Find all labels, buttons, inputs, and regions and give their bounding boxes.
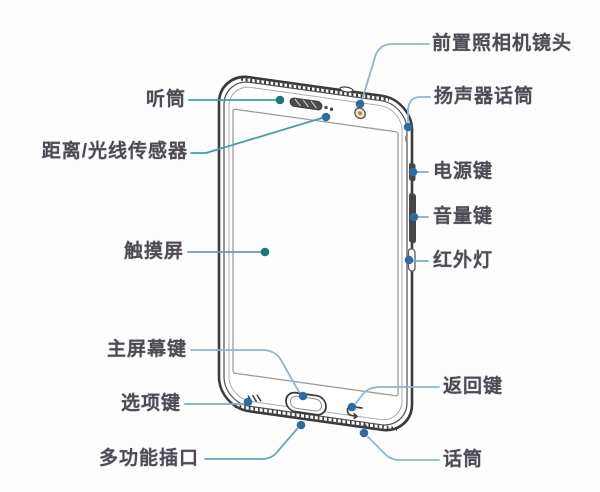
- label-back-key: 返回键: [443, 376, 504, 397]
- leader-proximity-sensor: [190, 117, 323, 154]
- callout-dot-home-key: [298, 391, 308, 401]
- callout-dot-microphone: [359, 428, 369, 438]
- label-option-key: 选项键: [120, 393, 181, 414]
- bottom-edge-hatching: [235, 404, 397, 431]
- label-volume-key: 音量键: [433, 206, 494, 227]
- callout-dot-earpiece: [275, 95, 285, 105]
- label-power-key: 电源键: [433, 161, 494, 182]
- leader-speaker-mic: [407, 96, 431, 123]
- label-microphone: 话筒: [443, 449, 484, 470]
- top-edge-hatching: [241, 77, 389, 102]
- callout-dot-touch-screen: [260, 247, 270, 257]
- callout-leaders: [184, 43, 440, 461]
- proximity-light-sensor: [324, 105, 334, 111]
- label-front-camera: 前置照相机镜头: [432, 33, 573, 54]
- label-proximity-light-sensor: 距离/光线传感器: [41, 141, 188, 162]
- callout-dot-back-key: [347, 402, 357, 412]
- callout-dot-volume-key: [409, 212, 419, 222]
- headset-jack: [339, 86, 354, 93]
- callout-dot-option-key: [243, 397, 253, 407]
- callout-dot-infrared-led: [404, 255, 414, 265]
- speaker-mic-hole: [405, 135, 408, 143]
- leader-microphone: [367, 436, 440, 461]
- microphone-hole: [363, 424, 367, 428]
- label-home-key: 主屏幕键: [106, 339, 187, 360]
- callout-dot-proximity-sensor: [321, 112, 331, 122]
- label-speaker-mic: 扬声器话筒: [434, 86, 535, 107]
- label-multifunction-jack: 多功能插口: [98, 448, 199, 469]
- callout-dot-speaker-mic: [403, 122, 413, 132]
- earpiece-grille: [289, 97, 323, 111]
- phone-rim-line: [223, 81, 408, 426]
- callout-dot-multifunction-jack: [296, 420, 306, 430]
- leader-front-camera: [361, 43, 430, 101]
- leader-back-key: [355, 386, 440, 404]
- phone-body: [217, 75, 416, 432]
- label-infrared-led: 红外灯: [433, 250, 494, 271]
- label-earpiece: 听筒: [145, 89, 186, 110]
- callout-dot-power-key: [408, 167, 418, 177]
- callout-dot-front-camera: [355, 99, 365, 109]
- leader-multifunction-jack: [204, 428, 298, 460]
- label-touch-screen: 触摸屏: [123, 241, 184, 262]
- leader-home-key: [190, 349, 300, 393]
